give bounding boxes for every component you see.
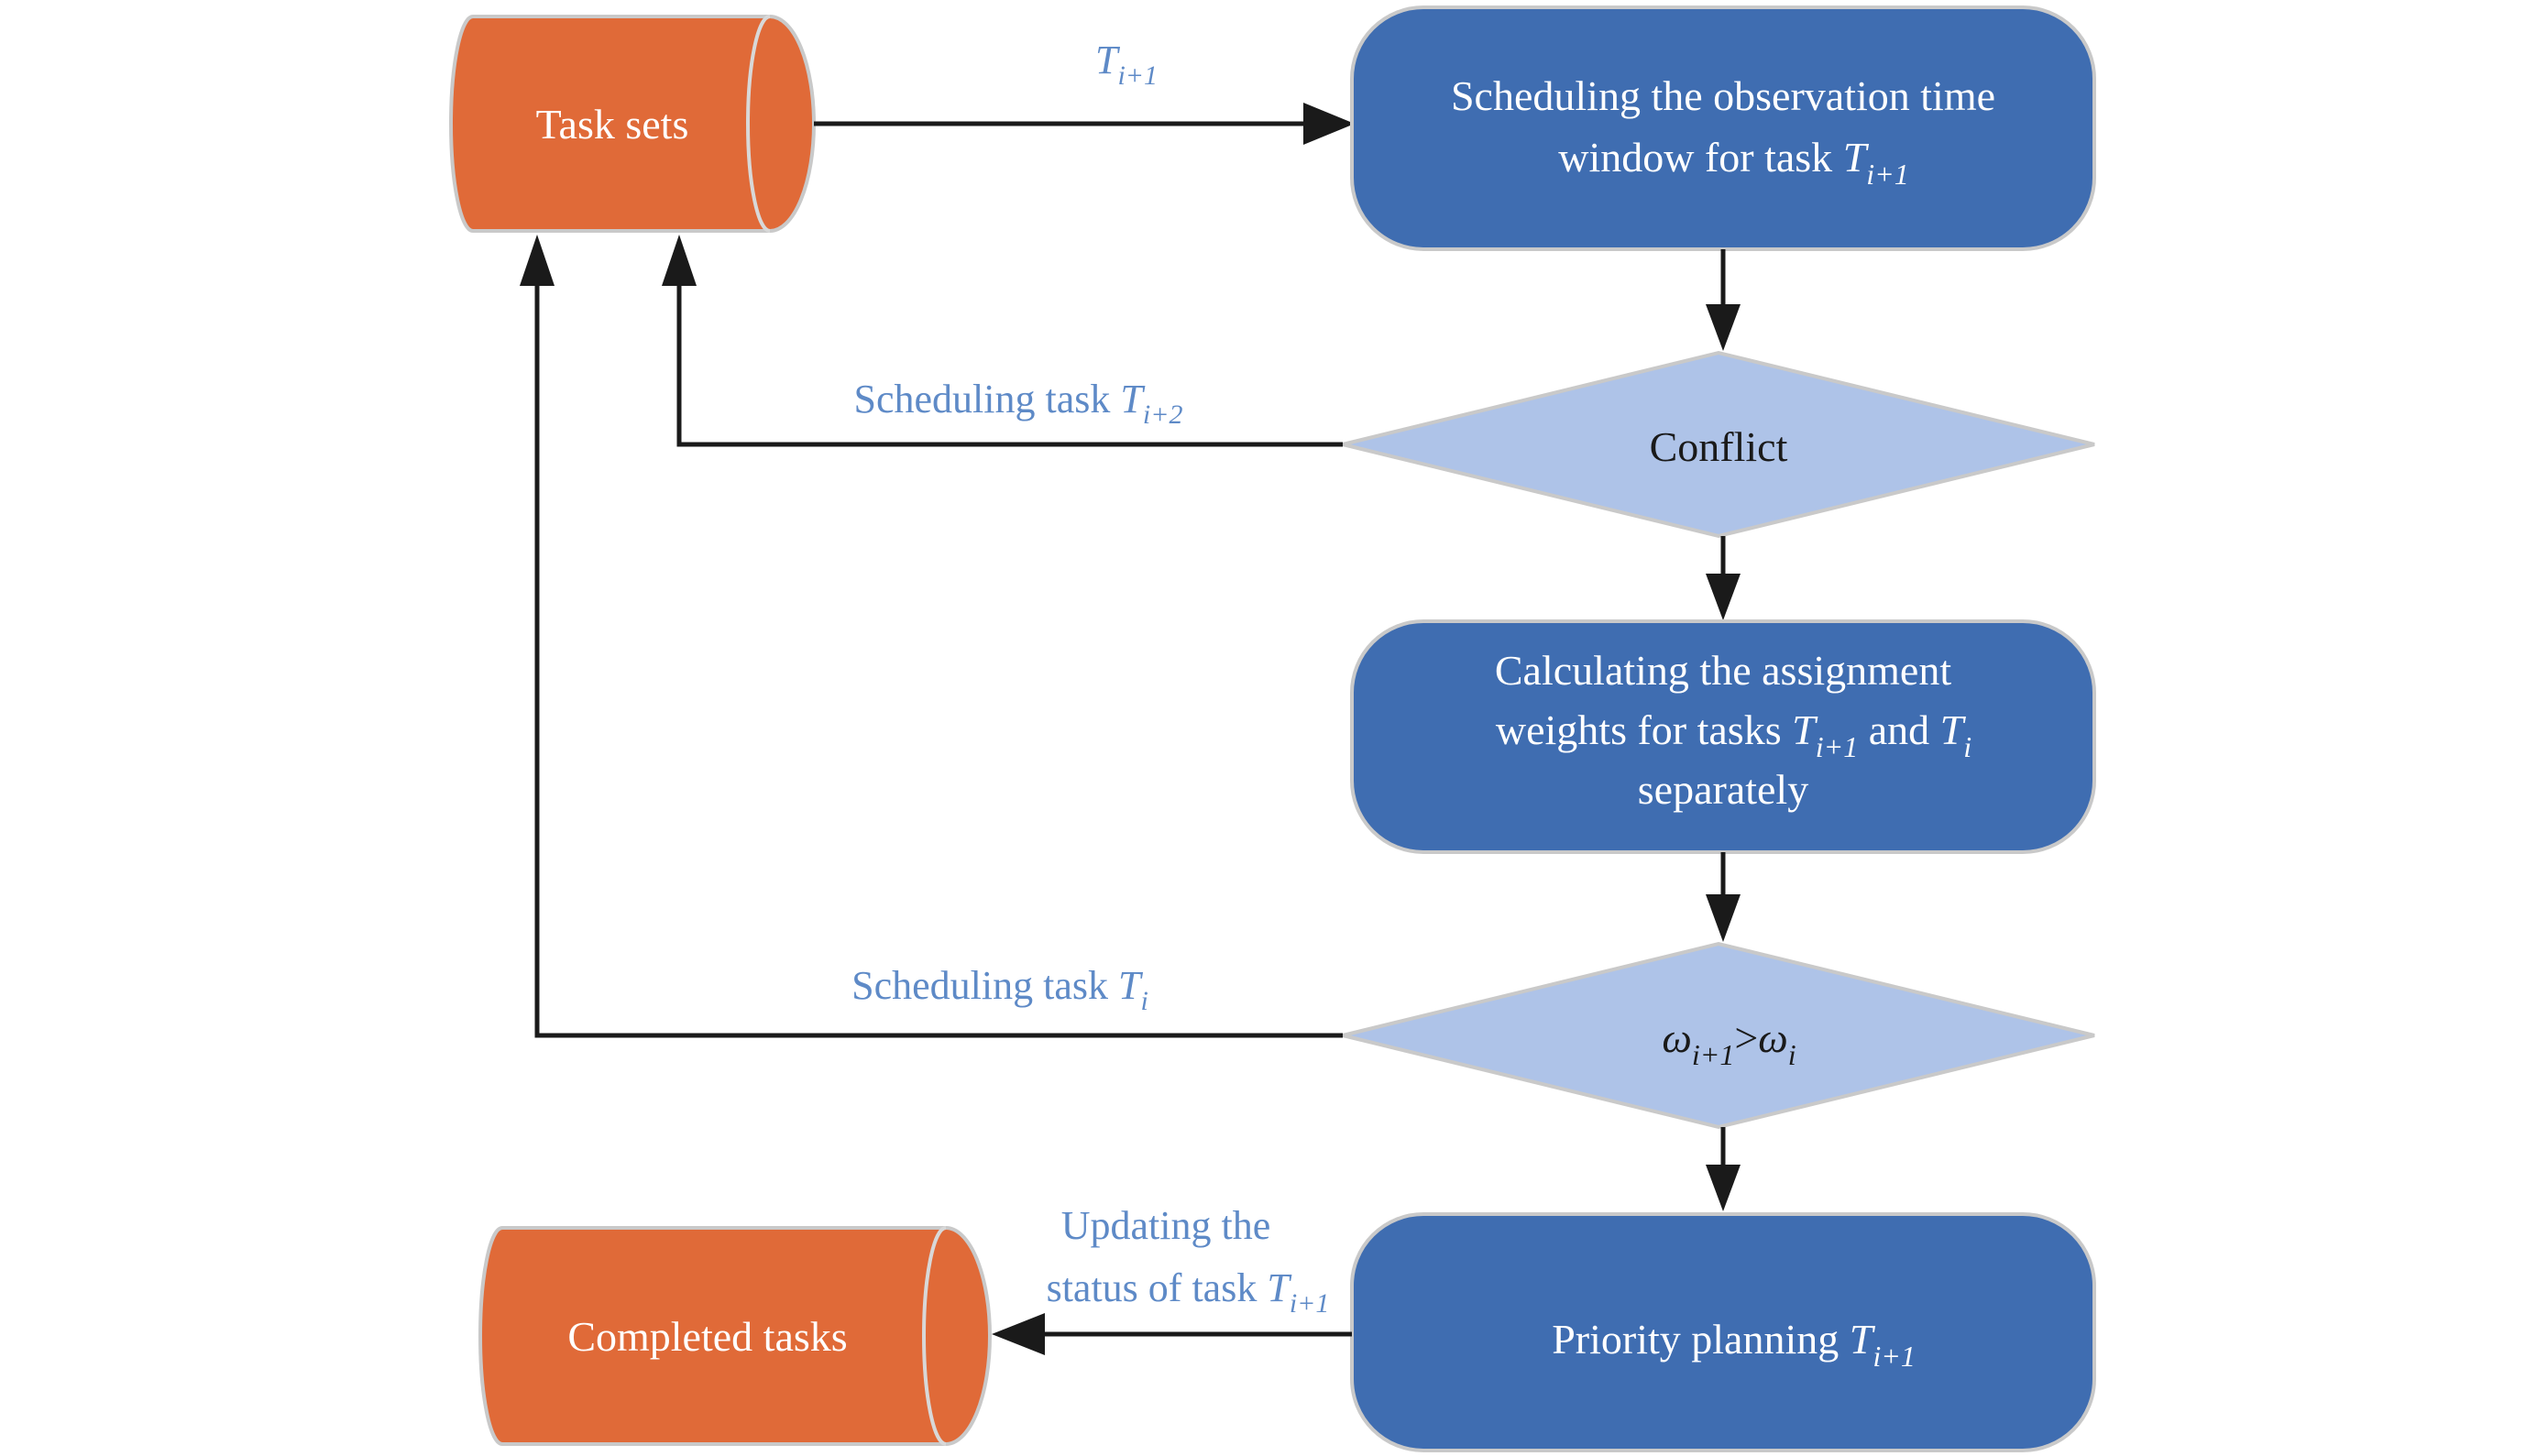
cylinder-cap-line — [746, 15, 771, 233]
scheduling-window-line2: window for task Ti+1 — [1485, 134, 1962, 193]
line2-var1: T — [1792, 706, 1818, 753]
edge-var: T — [1120, 377, 1146, 421]
calc-weights-line1: Calculating the assignment — [1495, 647, 1951, 694]
line2-prefix: window for task — [1558, 134, 1842, 181]
arrow-head-left — [992, 1313, 1045, 1355]
edge-sub: i+1 — [1117, 60, 1158, 91]
arrow-head-down — [1706, 1165, 1741, 1211]
decision-diamond — [1342, 350, 2095, 539]
edge-priority-to-completed: Updating the status of task Ti+1 — [976, 1203, 1380, 1355]
edge-var: T — [1267, 1265, 1292, 1310]
edge-calc-to-omega — [1706, 852, 1741, 942]
edge-label-sched-t-i: Scheduling task Ti — [781, 963, 1199, 1019]
edge-task-to-scheduling: Ti+1 — [814, 38, 1355, 145]
arrow-head-right — [1303, 103, 1355, 145]
line2-var: T — [1843, 134, 1870, 181]
node-priority-planning: Priority planning Ti+1 — [1350, 1212, 2096, 1452]
conflict-label: Conflict — [1650, 423, 1788, 470]
line2-prefix: weights for tasks — [1496, 706, 1792, 753]
edge-conflict-to-calc — [1706, 536, 1741, 620]
node-scheduling-window: Scheduling the observation time window f… — [1350, 5, 2096, 251]
edge-var: T — [1095, 38, 1121, 82]
calc-weights-line3: separately — [1638, 766, 1808, 813]
edge-omega-to-task-sets: Scheduling task Ti — [520, 235, 1343, 1038]
priority-prefix: Priority planning — [1552, 1316, 1850, 1363]
edge-label-t-next: Ti+1 — [1025, 38, 1208, 93]
process-box — [1350, 5, 2096, 251]
edge-line — [534, 286, 1343, 1038]
edge-conflict-to-task-sets: Scheduling task Ti+2 — [662, 235, 1343, 447]
omega-sub2: i — [1788, 1038, 1796, 1071]
calc-weights-line2: weights for tasks Ti+1 and Ti — [1422, 706, 2024, 766]
node-completed-tasks: Completed tasks — [478, 1226, 992, 1446]
omega-sub1: i+1 — [1692, 1038, 1734, 1071]
line2-mid: and — [1858, 706, 1939, 753]
decision-diamond — [1342, 941, 2095, 1130]
edge-sub: i — [1141, 986, 1148, 1016]
node-omega-compare: ωi+1>ωi — [1342, 941, 2095, 1130]
node-task-sets: Task sets — [449, 15, 816, 233]
line2-sub1: i+1 — [1816, 730, 1858, 763]
edge-sub: i+2 — [1143, 400, 1183, 430]
edge-label-sched-t-i2: Scheduling task Ti+2 — [784, 377, 1234, 432]
arrow-head-down — [1706, 894, 1741, 942]
edge-sub: i+1 — [1290, 1288, 1330, 1319]
priority-sub: i+1 — [1873, 1340, 1915, 1373]
line2-sub: i+1 — [1866, 158, 1908, 191]
omega-var1: ω — [1662, 1014, 1691, 1061]
arrow-head-up — [662, 235, 697, 286]
scheduling-window-line1: Scheduling the observation time — [1451, 72, 1995, 119]
edge-line — [676, 286, 1343, 447]
cylinder-cap-line — [922, 1226, 947, 1446]
omega-op: > — [1734, 1014, 1758, 1061]
node-conflict: Conflict — [1342, 350, 2095, 539]
edge-label-updating-line2: status of task Ti+1 — [976, 1265, 1380, 1321]
edge-prefix: Scheduling task — [854, 377, 1121, 421]
omega-var2: ω — [1758, 1014, 1787, 1061]
node-calc-weights: Calculating the assignment weights for t… — [1350, 619, 2096, 854]
task-sets-label: Task sets — [536, 101, 689, 148]
edge-prefix: status of task — [1047, 1265, 1268, 1310]
edge-var: T — [1118, 963, 1144, 1008]
line2-var2: T — [1940, 706, 1967, 753]
omega-compare-label: ωi+1>ωi — [1588, 1014, 1849, 1074]
priority-var: T — [1850, 1316, 1876, 1363]
edge-omega-to-priority — [1706, 1127, 1741, 1211]
priority-planning-label: Priority planning Ti+1 — [1478, 1316, 1969, 1375]
line2-sub2: i — [1963, 730, 1971, 763]
arrow-head-down — [1706, 304, 1741, 351]
completed-tasks-label: Completed tasks — [567, 1313, 847, 1360]
edge-prefix: Scheduling task — [851, 963, 1118, 1008]
arrow-head-up — [520, 235, 555, 286]
edge-label-updating-line1: Updating the — [1061, 1203, 1271, 1248]
edge-scheduling-to-conflict — [1706, 249, 1741, 351]
arrow-head-down — [1706, 574, 1741, 620]
